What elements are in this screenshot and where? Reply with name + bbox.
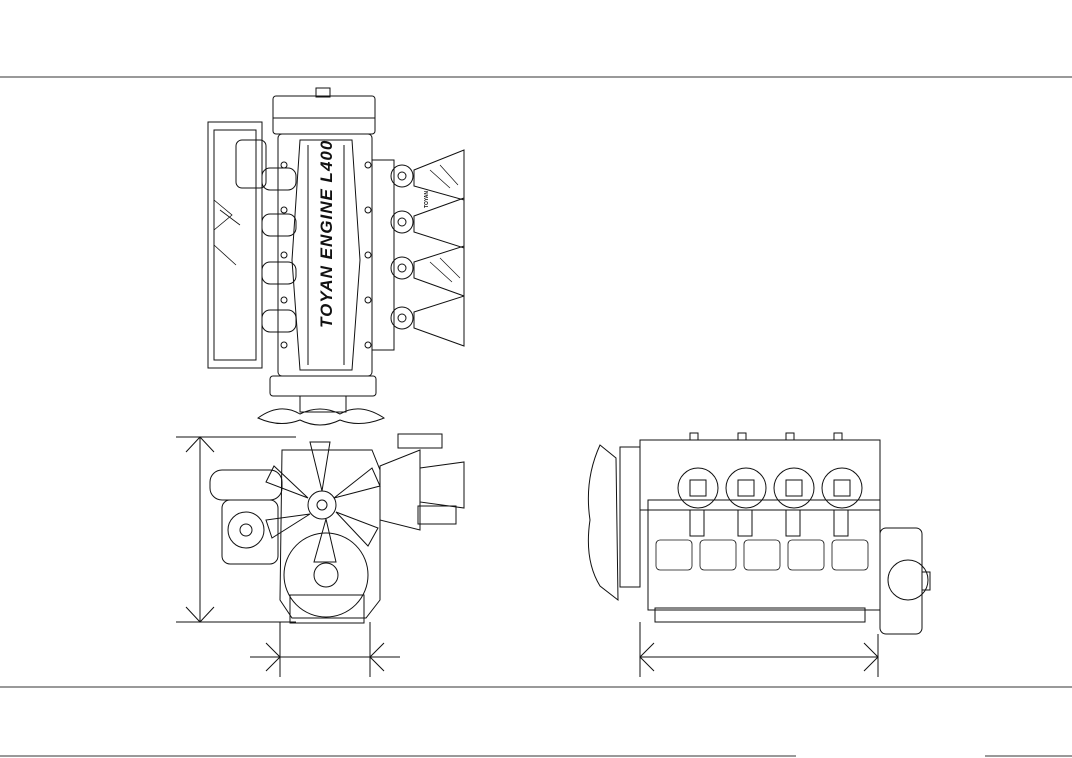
fan-top-silhouette: [258, 409, 384, 425]
engine-model-label: TOYAN ENGINE L400: [317, 140, 336, 328]
distributor-cap: [228, 512, 264, 548]
exhaust-headers: [414, 150, 464, 346]
side-engine-block: [648, 500, 880, 610]
front-sensor: [418, 506, 456, 524]
cooling-fan: [266, 442, 380, 562]
side-flywheel-nut: [922, 572, 930, 590]
front-exhaust-flange: [420, 462, 464, 508]
side-view: [588, 433, 930, 677]
front-view: [176, 434, 464, 677]
timing-cover: [273, 96, 375, 134]
intake-plenum: [208, 122, 262, 368]
side-pulley-plate: [620, 447, 640, 587]
side-fan: [588, 445, 618, 600]
block-ribs: [656, 540, 868, 570]
coil-packs: [678, 468, 862, 536]
header-tag-label: TOYAN: [424, 191, 430, 208]
side-head-bolts: [690, 433, 842, 440]
flywheel-housing: [270, 376, 376, 396]
front-bracket: [398, 434, 442, 448]
spark-plug-row: [372, 160, 413, 350]
top-view: TOYAN ENGINE L400 TOYAN: [208, 88, 464, 425]
side-flywheel: [880, 528, 922, 634]
front-intake-pipe: [210, 470, 282, 500]
front-exhaust-manifold: [380, 450, 420, 530]
intake-runners: [262, 168, 296, 332]
crank-pulley: [284, 533, 368, 617]
